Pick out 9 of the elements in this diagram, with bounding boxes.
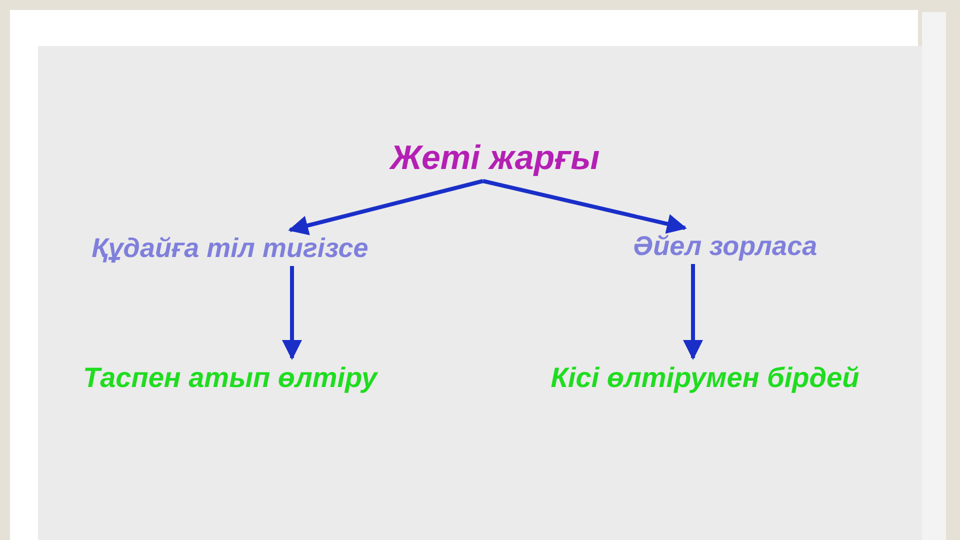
arrow bbox=[288, 179, 484, 236]
arrow bbox=[683, 264, 703, 360]
node-label: Таспен атып өлтіру bbox=[82, 362, 378, 394]
arrow bbox=[282, 266, 302, 360]
node-label: Әйел зорласа bbox=[632, 230, 818, 262]
node-label: Жеті жарғы bbox=[390, 138, 600, 178]
node-label: Құдайға тіл тигізсе bbox=[92, 232, 368, 264]
node-label: Кісі өлтірумен бірдей bbox=[550, 362, 860, 394]
arrow bbox=[482, 179, 687, 234]
